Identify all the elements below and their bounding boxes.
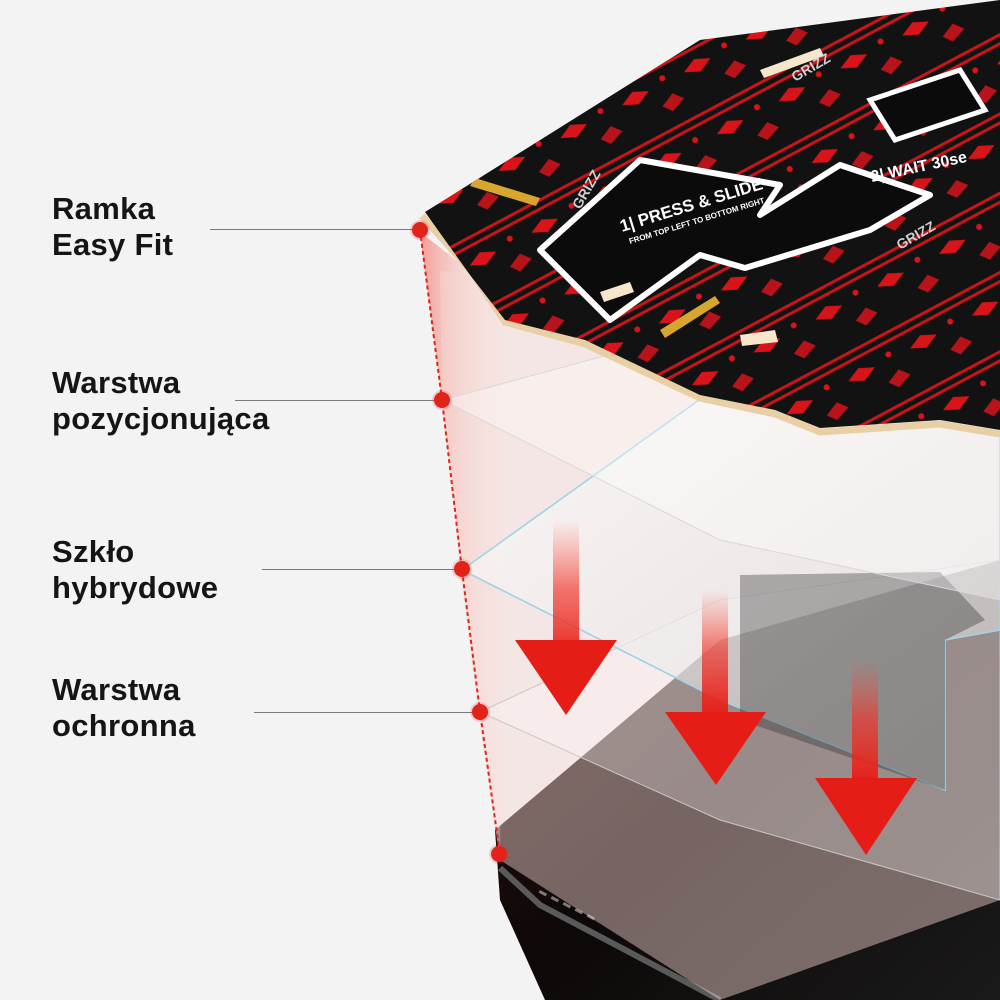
marker-dot [472, 704, 488, 720]
leader-line [210, 229, 416, 231]
marker-dot [491, 846, 507, 862]
down-arrow-icon [665, 590, 766, 785]
label-line: hybrydowe [52, 570, 219, 605]
down-arrow-icon [815, 660, 917, 855]
apply-direction-arrows [515, 520, 917, 855]
dashed-guide-line [419, 229, 501, 856]
easy-fit-frame: 1| PRESS & SLIDE FROM TOP LEFT TO BOTTOM… [419, 0, 1000, 438]
label-line: Ramka [52, 191, 156, 226]
label-line: pozycjonująca [52, 401, 270, 436]
marker-dot [412, 222, 428, 238]
marker-dot [454, 561, 470, 577]
label-protective-layer: Warstwa ochronna [52, 672, 196, 744]
label-positioning-layer: Warstwa pozycjonująca [52, 365, 270, 437]
label-line: ochronna [52, 708, 196, 743]
leader-line [254, 712, 476, 714]
label-line: Szkło [52, 534, 135, 569]
label-line: Warstwa [52, 672, 181, 707]
label-line: Warstwa [52, 365, 181, 400]
label-easy-fit-frame: Ramka Easy Fit [52, 191, 173, 263]
marker-dot [434, 392, 450, 408]
leader-line [235, 400, 437, 402]
down-arrow-icon [515, 520, 617, 715]
leader-line [262, 569, 458, 571]
label-line: Easy Fit [52, 227, 174, 262]
label-hybrid-glass: Szkło hybrydowe [52, 534, 218, 606]
